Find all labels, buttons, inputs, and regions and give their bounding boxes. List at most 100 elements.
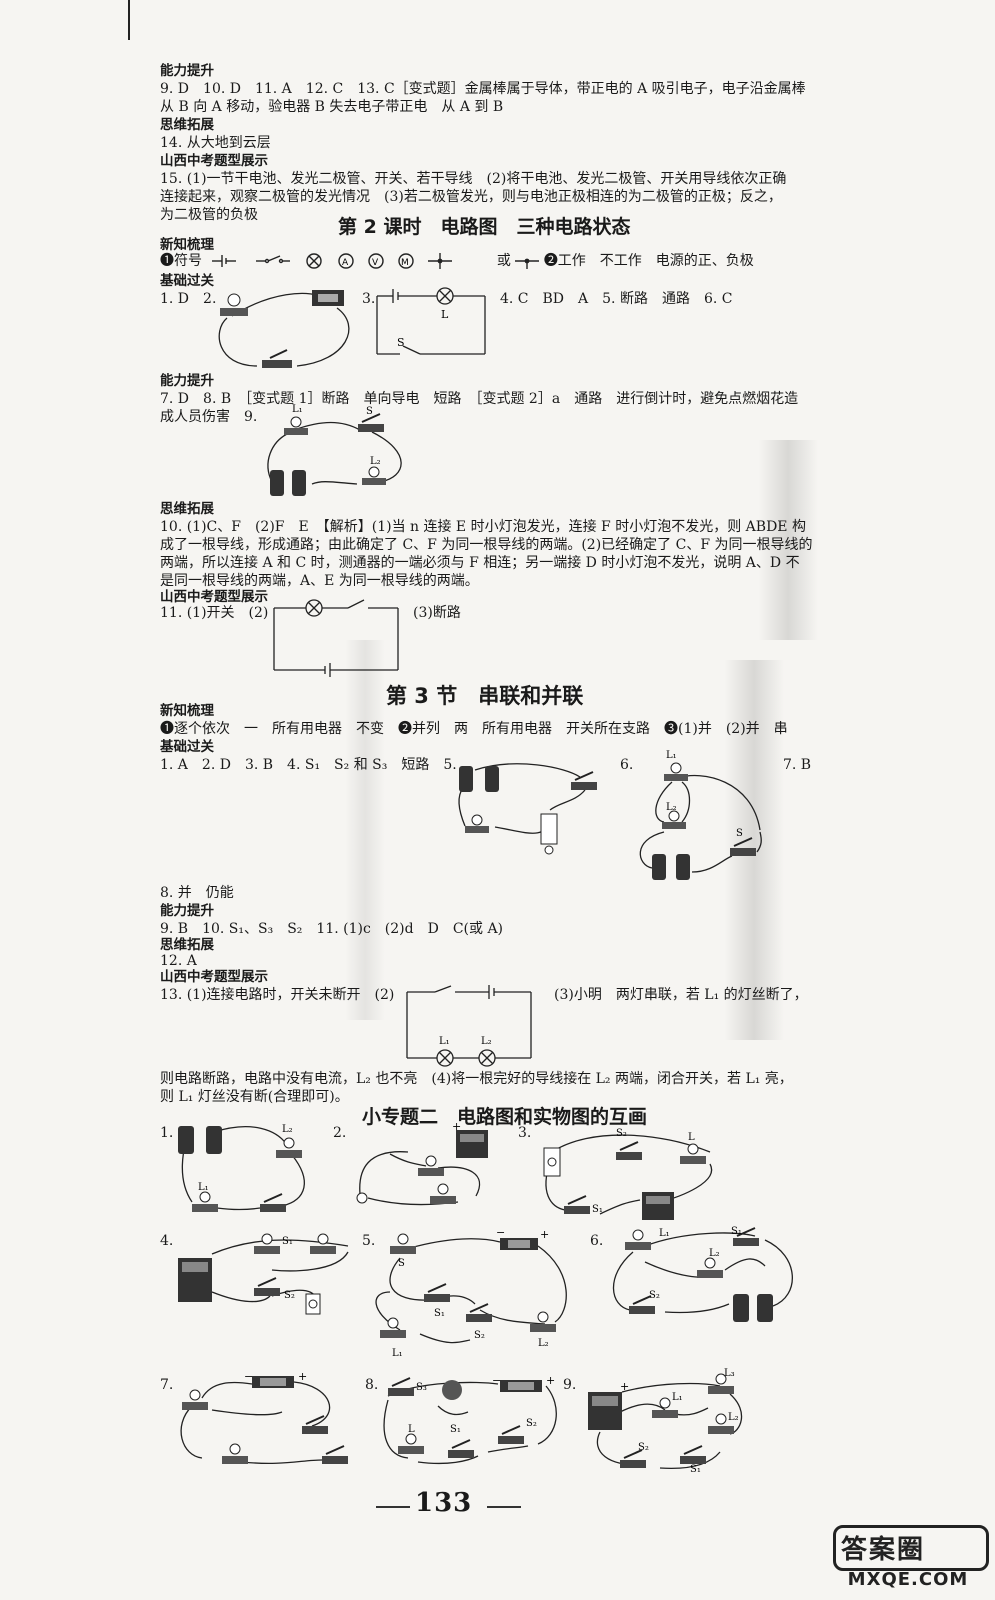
circuit-physical-9: + L₃ L₁ L₂ S₂ S₁ — [580, 1368, 750, 1481]
heading-basic: 基础过关 — [160, 273, 214, 289]
label-L2: L₂ — [538, 1338, 549, 1349]
answer-line: 7. D 8. B ［变式题 1］断路 单向导电 短路 ［变式题 2］a 通路 … — [160, 391, 799, 407]
answer-line: 7. B — [783, 757, 812, 773]
label-S: S — [398, 1258, 405, 1269]
heading-ability: 能力提升 — [160, 903, 214, 919]
watermark-url: MXQE.COM — [847, 1569, 969, 1590]
circuit-physical-q6: L₁ L₂ S — [632, 750, 767, 889]
symbol-prefix: ❶符号 — [160, 253, 202, 269]
label-S: S — [736, 828, 743, 839]
topic-title: 小专题二 电路图和实物图的互画 — [362, 1106, 648, 1128]
question-number: 7. — [160, 1377, 174, 1393]
svg-text:A: A — [342, 258, 349, 268]
lesson-title: 第 2 课时 电路图 三种电路状态 — [338, 216, 631, 238]
label-S1: S₁ — [434, 1308, 445, 1319]
answer-line: 4. C BD A 5. 断路 通路 6. C — [500, 291, 733, 307]
circuit-symbols-icon: A V M — [212, 253, 453, 269]
circuit-physical-3: S₂ L S₁ — [530, 1122, 720, 1236]
heading-shanxi: 山西中考题型展示 — [160, 969, 268, 985]
label-L2: L₂ — [282, 1124, 293, 1135]
question-number: 8. — [365, 1377, 379, 1393]
plus-sign: + — [298, 1370, 307, 1383]
circuit-physical-q2 — [212, 286, 352, 380]
label-S2: S₂ — [649, 1290, 660, 1301]
section-title: 第 3 节 串联和并联 — [386, 684, 584, 708]
heading-thinking: 思维拓展 — [160, 937, 214, 953]
circuit-physical-8: S₃ − + L S₁ S₂ — [378, 1374, 563, 1475]
text-line: 14. 从大地到云层 — [160, 135, 271, 151]
answer-line: 1. A 2. D 3. B 4. S₁ S₂ 和 S₃ 短路 5. — [160, 757, 457, 773]
question-number: 5. — [362, 1233, 376, 1249]
label-L1: L₁ — [198, 1182, 209, 1193]
answer-line: 9. B 10. S₁、S₃ S₂ 11. (1)c (2)d D C(或 A) — [160, 921, 504, 937]
symbol-suffix: ❷工作 不工作 电源的正、负极 — [543, 253, 754, 269]
question-number: 2. — [333, 1125, 347, 1141]
label-S1: S₁ — [592, 1204, 603, 1215]
circuit-physical-q5 — [455, 762, 605, 861]
scan-shade — [345, 640, 385, 1020]
label-S2: S₂ — [616, 1128, 627, 1139]
watermark-frame — [833, 1525, 989, 1571]
symbol-or: 或 — [496, 253, 511, 269]
minus-sign: − — [492, 1374, 501, 1387]
question-number: 3. — [518, 1125, 532, 1141]
heading-thinking: 思维拓展 — [160, 501, 214, 517]
question-number: 1. — [160, 1125, 174, 1141]
answer-line: 8. 并 仍能 — [160, 885, 234, 901]
symbol-line: ❶符号 A V M 或 ❷工作 不工作 电源的正、负极 — [160, 252, 754, 270]
circuit-physical-7: − + — [172, 1370, 357, 1475]
label-S2: S₂ — [638, 1442, 649, 1453]
text-line: 从 B 向 A 移动，验电器 B 失去电子带正电 从 A 到 B — [160, 99, 504, 115]
text-line: 则 L₁ 灯丝没有断(合理即可)。 — [160, 1089, 349, 1105]
label-L2: L₂ — [728, 1412, 739, 1423]
answer-line: (3)小明 两灯串联，若 L₁ 的灯丝断了， — [554, 987, 808, 1003]
circuit-physical-5: − + S S₁ S₂ L₁ L₂ — [370, 1226, 575, 1366]
label-L1: L₁ — [292, 404, 303, 415]
circuit-physical-4: S₁ S₂ — [172, 1232, 352, 1321]
label-L1: L₁ — [672, 1392, 683, 1403]
label-S2: S₂ — [284, 1290, 295, 1301]
circuit-physical-2: + — [348, 1120, 498, 1218]
text-line: 10. (1)C、F (2)F E 【解析】(1)当 n 连接 E 时小灯泡发光… — [160, 519, 806, 535]
label-L2: L₂ — [481, 1036, 492, 1047]
plus-sign: + — [620, 1380, 629, 1393]
label-S2: S₂ — [474, 1330, 485, 1341]
text-line: 成了一根导线，形成通路；由此确定了 C、F 为同一根导线的两端。(2)已经确定了… — [160, 537, 813, 553]
plus-sign: + — [546, 1374, 555, 1387]
svg-text:V: V — [372, 258, 379, 268]
label-L1: L₁ — [659, 1228, 670, 1239]
label-S: S — [397, 336, 405, 349]
text-line: 则电路断路，电路中没有电流，L₂ 也不亮 (4)将一根完好的导线接在 L₂ 两端… — [160, 1071, 793, 1087]
label-L2: L₂ — [709, 1248, 720, 1259]
text-line: 15. (1)一节干电池、发光二极管、开关、若干导线 (2)将干电池、发光二极管… — [160, 171, 787, 187]
answer-line: (3)断路 — [413, 605, 461, 621]
label-S1: S₁ — [690, 1464, 701, 1475]
circuit-physical-1: L₂ L₁ — [172, 1120, 322, 1229]
circuit-diagram-q11 — [272, 599, 402, 679]
text-line: 为二极管的负极 — [160, 207, 258, 223]
answer-line: 成人员伤害 9. — [160, 409, 258, 425]
heading-shanxi: 山西中考题型展示 — [160, 589, 268, 605]
answer-line: 11. (1)开关 (2) — [160, 605, 269, 621]
label-S1: S₁ — [450, 1424, 461, 1435]
label-L3: L₃ — [724, 1368, 735, 1379]
watermark: 答案圈 MXQE.COM — [833, 1525, 989, 1593]
circuit-diagram-q3: L S — [375, 286, 490, 362]
page-number: 133 — [415, 1488, 473, 1518]
label-L2: L₂ — [666, 802, 677, 813]
label-L2: L₂ — [370, 456, 381, 467]
heading-ability: 能力提升 — [160, 373, 214, 389]
label-S3: S₃ — [416, 1382, 427, 1393]
plus-sign: + — [540, 1228, 549, 1241]
label-L1: L₁ — [439, 1036, 450, 1047]
page-number-dash — [376, 1506, 410, 1508]
wire-junction-icon — [515, 258, 540, 269]
label-L1: L₁ — [392, 1348, 403, 1359]
heading-new-knowledge: 新知梳理 — [160, 237, 214, 253]
answer-line: 3. — [362, 291, 376, 307]
heading-new-knowledge: 新知梳理 — [160, 703, 214, 719]
label-L: L — [441, 308, 449, 321]
label-S1: S₁ — [731, 1226, 742, 1237]
heading-ability: 能力提升 — [160, 63, 214, 79]
margin-line — [128, 0, 130, 40]
